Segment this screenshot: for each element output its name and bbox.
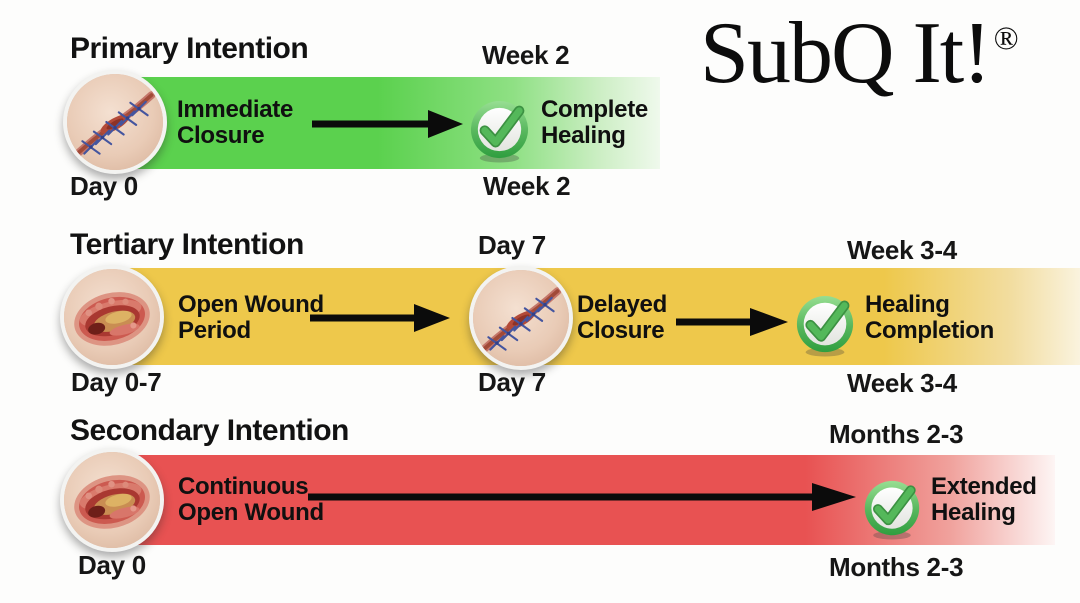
secondary-result-label: Extended Healing <box>931 473 1037 527</box>
tertiary-intention-heading: Tertiary Intention <box>70 228 304 261</box>
tertiary-stage1-label: Open Wound Period <box>178 291 324 345</box>
secondary-end-time-label: Months 2-3 <box>829 552 964 582</box>
secondary-stage-label: Continuous Open Wound <box>178 473 324 527</box>
secondary-start-time-label: Day 0 <box>78 550 146 580</box>
secondary-check-icon <box>862 479 922 539</box>
secondary-intention-heading: Secondary Intention <box>70 414 349 447</box>
primary-end-time-label: Week 2 <box>483 171 571 201</box>
brand-name: SubQ It! <box>700 5 992 102</box>
primary-top-time-label: Week 2 <box>482 40 570 70</box>
tertiary-check-icon <box>794 294 856 356</box>
primary-intention-heading: Primary Intention <box>70 32 309 65</box>
open-wound-photo-secondary <box>60 448 164 552</box>
primary-stage-label: Immediate Closure <box>177 96 294 150</box>
primary-result-label: Complete Healing <box>541 96 648 150</box>
tertiary-mid-time-label: Day 7 <box>478 367 546 397</box>
tertiary-arrow1-icon <box>310 304 450 332</box>
tertiary-result-label: Healing Completion <box>865 291 994 345</box>
tertiary-end-time-label: Week 3-4 <box>847 368 957 398</box>
tertiary-arrow2-icon <box>676 308 788 336</box>
open-wound-photo-tertiary <box>60 265 164 369</box>
primary-arrow-icon <box>312 110 463 138</box>
tertiary-mid-top-time-label: Day 7 <box>478 230 546 260</box>
tertiary-stage2-label: Delayed Closure <box>577 291 667 345</box>
primary-check-icon <box>468 99 531 162</box>
sutured-wound-photo-tertiary <box>469 266 573 370</box>
secondary-end-top-time-label: Months 2-3 <box>829 419 964 449</box>
brand-logo: SubQ It! ® <box>700 5 1019 103</box>
secondary-arrow-icon <box>308 483 856 511</box>
sutured-wound-photo-primary <box>63 70 167 174</box>
registered-trademark-symbol: ® <box>993 21 1019 57</box>
tertiary-start-time-label: Day 0-7 <box>71 367 162 397</box>
tertiary-end-top-time-label: Week 3-4 <box>847 235 957 265</box>
tertiary-timeline-bar <box>100 268 1080 365</box>
primary-start-time-label: Day 0 <box>70 171 138 201</box>
